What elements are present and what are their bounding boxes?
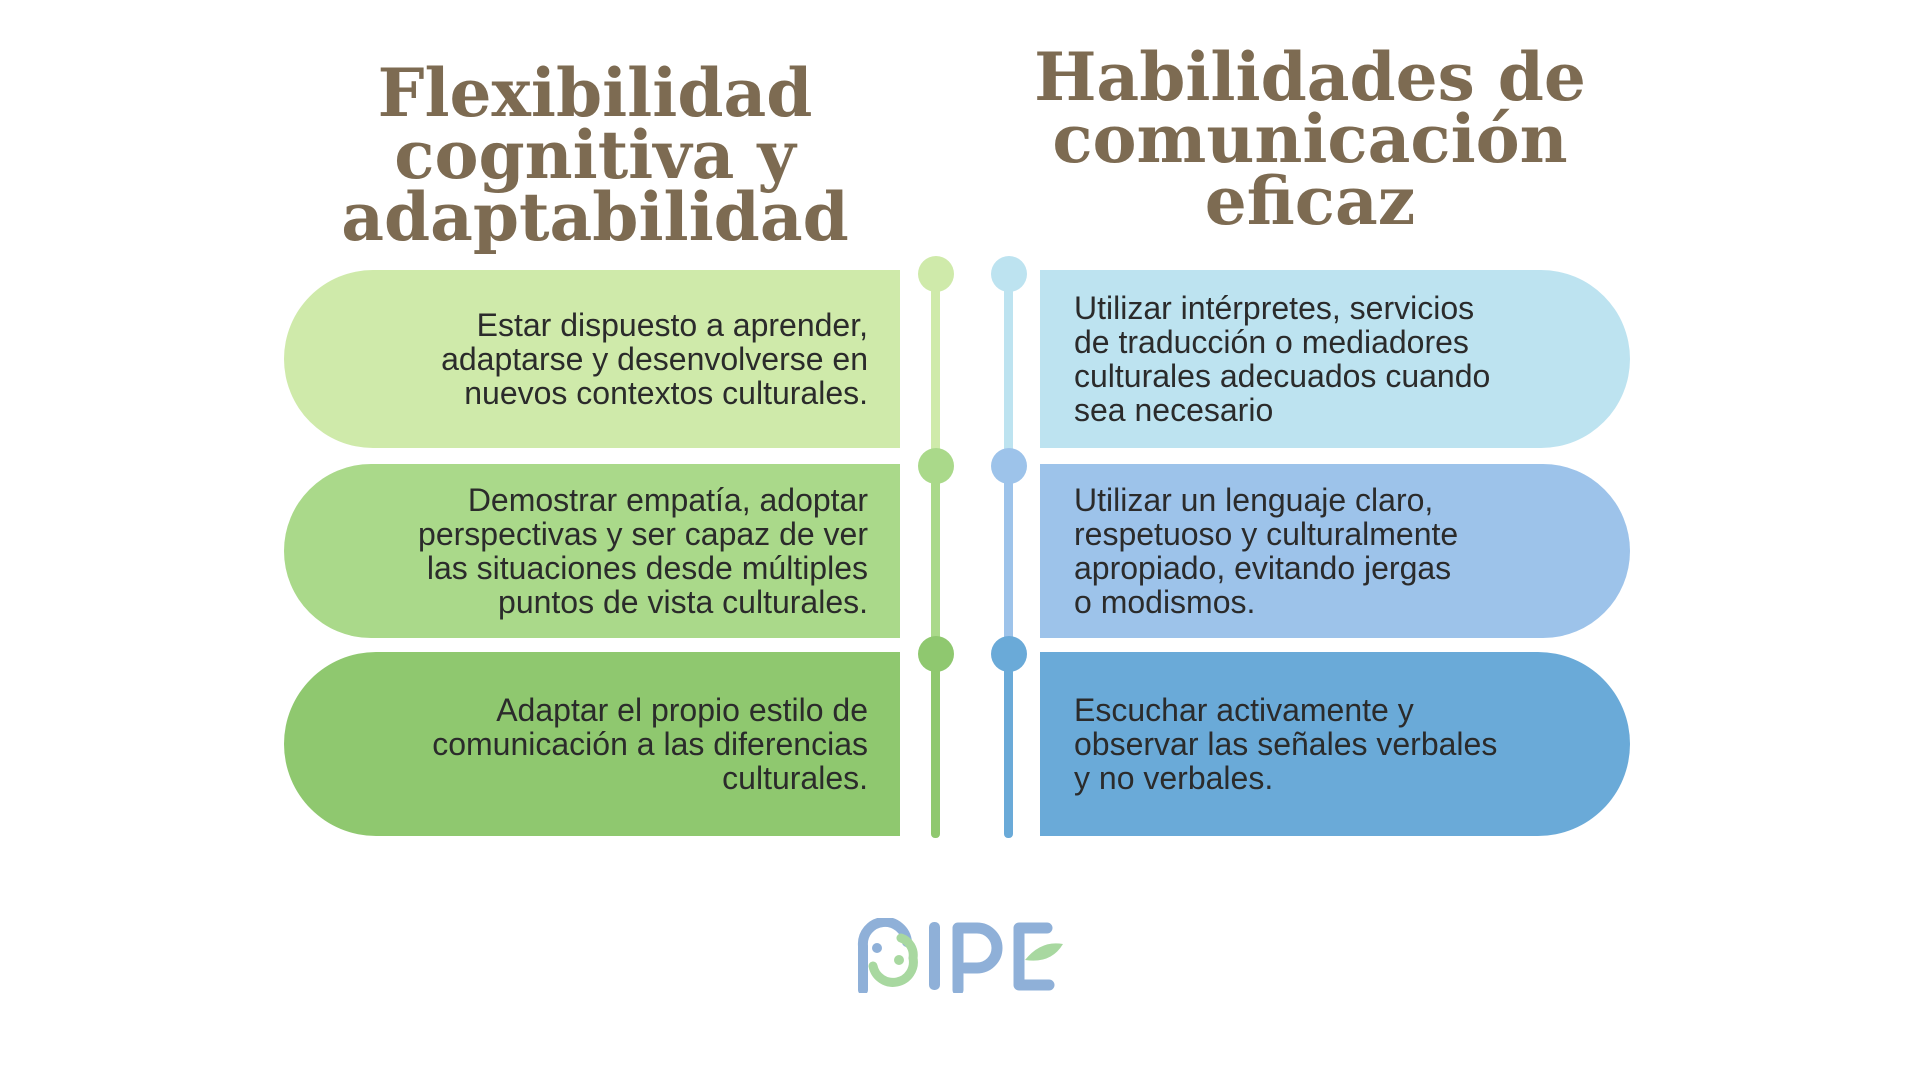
right-node-2 (991, 448, 1027, 484)
left-card-1: Estar dispuesto a aprender, adaptarse y … (284, 270, 900, 448)
left-node-3 (918, 636, 954, 672)
logo-letter-i-icon (929, 922, 940, 990)
logo-letter-p-icon (857, 918, 918, 993)
left-connector-2 (931, 466, 940, 656)
right-card-3: Escuchar activamente y observar las seña… (1040, 652, 1630, 836)
left-connector-3 (931, 654, 940, 838)
right-connector-3 (1004, 654, 1013, 838)
right-card-2-text: Utilizar un lenguaje claro, respetuoso y… (1074, 482, 1459, 620)
right-card-2: Utilizar un lenguaje claro, respetuoso y… (1040, 464, 1630, 638)
right-connector-2 (1004, 466, 1013, 656)
left-connector-1 (931, 272, 940, 464)
right-card-1: Utilizar intérpretes, servicios de tradu… (1040, 270, 1630, 448)
right-node-1 (991, 256, 1027, 292)
left-column-title: Flexibilidad cognitiva y adaptabilidad (341, 54, 849, 256)
left-card-2: Demostrar empatía, adoptar perspectivas … (284, 464, 900, 638)
left-card-3-text: Adaptar el propio estilo de comunicación… (432, 692, 868, 796)
right-card-1-text: Utilizar intérpretes, servicios de tradu… (1074, 290, 1491, 428)
right-node-3 (991, 636, 1027, 672)
pipe-logo (857, 918, 1063, 993)
logo-letter-e-icon (1013, 922, 1063, 991)
right-column-title: Habilidades de comunicación eficaz (1034, 38, 1586, 240)
logo-letter-p2-icon (952, 922, 1003, 993)
left-node-1 (918, 256, 954, 292)
right-card-3-text: Escuchar activamente y observar las seña… (1074, 692, 1498, 796)
left-card-3: Adaptar el propio estilo de comunicación… (284, 652, 900, 836)
left-card-2-text: Demostrar empatía, adoptar perspectivas … (418, 482, 868, 620)
left-card-1-text: Estar dispuesto a aprender, adaptarse y … (441, 307, 868, 411)
right-connector-1 (1004, 272, 1013, 464)
left-node-2 (918, 448, 954, 484)
